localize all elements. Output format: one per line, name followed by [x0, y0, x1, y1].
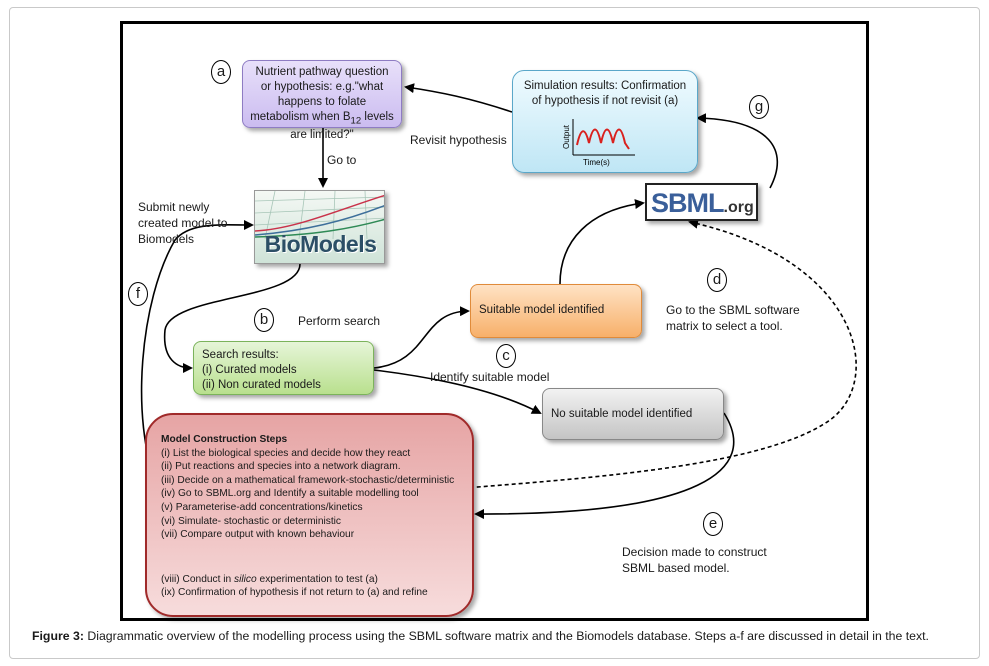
arrow-g [696, 113, 779, 189]
step-2: (ii) Put reactions and species into a ne… [161, 461, 401, 473]
hypothesis-box: Nutrient pathway question or hypothesis:… [242, 60, 402, 141]
marker-f: f [128, 282, 148, 306]
goto-label: Go to [327, 153, 357, 167]
marker-d: d [707, 268, 727, 292]
marker-e: e [703, 512, 723, 536]
step-7: (vii) Compare output with known behaviou… [161, 529, 355, 541]
goto-sbml-label-2: matrix to select a tool. [666, 319, 783, 333]
sbml-logo: SBML.org [645, 183, 758, 221]
identify-label: Identify suitable model [430, 370, 550, 384]
arrow-to-sbml [559, 199, 645, 285]
revisit-label: Revisit hypothesis [410, 133, 507, 147]
perform-search-label: Perform search [298, 314, 381, 328]
step-8-italic: silico [234, 573, 257, 585]
no-suitable-model-box: No suitable model identified [542, 388, 724, 440]
step-4: (iv) Go to SBML.org and Identify a suita… [161, 488, 419, 500]
model-construction-box: Model Construction Steps (i) List the bi… [145, 413, 474, 617]
search-results-curated: (i) Curated models [202, 364, 297, 376]
output-plot: Output Time(s) [562, 119, 635, 167]
marker-g: g [749, 95, 769, 119]
caption-label: Figure 3: [32, 629, 84, 643]
hypothesis-text-end: levels are limited?" [290, 111, 394, 142]
plot-ylabel: Output [562, 124, 571, 149]
steps-title: Model Construction Steps [161, 434, 288, 445]
caption-text: Diagrammatic overview of the modelling p… [83, 629, 929, 643]
step-1: (i) List the biological species and deci… [161, 447, 411, 459]
no-suitable-model-text: No suitable model identified [551, 408, 693, 420]
arrow-no-suitable [373, 369, 542, 414]
search-results-box: Search results: (i) Curated models (ii) … [193, 341, 374, 395]
figure-caption: Figure 3: Diagrammatic overview of the m… [32, 628, 929, 644]
submit-label-3: Biomodels [138, 232, 195, 246]
arrow-suitable [373, 306, 470, 369]
arrow-search [163, 263, 301, 373]
biomodels-graphic [255, 191, 384, 240]
marker-a: a [211, 60, 231, 84]
arrow-revisit [404, 83, 513, 113]
arrow-e [474, 412, 735, 520]
arrow-f [140, 219, 254, 486]
simulation-box: Simulation results: Confirmation of hypo… [512, 70, 698, 173]
step-9: (ix) Confirmation of hypothesis if not r… [161, 587, 428, 599]
hypothesis-text: Nutrient pathway question or hypothesis:… [250, 66, 389, 123]
submit-label-2: created model to [138, 216, 228, 230]
step-8-post: experimentation to test (a) [256, 573, 378, 585]
goto-sbml-label-1: Go to the SBML software [666, 303, 800, 317]
decision-label-2: SBML based model. [622, 561, 730, 575]
arrow-dashed-sbml [413, 218, 857, 493]
sbml-wordmark-tld: .org [723, 199, 754, 216]
decision-label-1: Decision made to construct [622, 545, 767, 559]
step-3: (iii) Decide on a mathematical framework… [161, 474, 455, 486]
simulation-text: Simulation results: Confirmation of hypo… [523, 80, 687, 107]
marker-c: c [496, 344, 516, 368]
biomodels-wordmark: BioModels [264, 231, 377, 257]
hypothesis-subscript: 12 [350, 115, 362, 127]
search-results-noncurated: (ii) Non curated models [202, 379, 321, 391]
marker-b: b [254, 308, 274, 332]
search-results-title: Search results: [202, 349, 279, 361]
suitable-model-box: Suitable model identified [470, 284, 642, 338]
step-6: (vi) Simulate- stochastic or determinist… [161, 515, 342, 527]
submit-label-1: Submit newly [138, 200, 210, 214]
step-5: (v) Parameterise-add concentrations/kine… [161, 501, 363, 513]
step-8: (viii) Conduct in silico experimentation… [161, 573, 458, 587]
suitable-model-text: Suitable model identified [479, 304, 605, 316]
step-8-pre: (viii) Conduct in [161, 573, 235, 585]
plot-line [576, 128, 630, 150]
sbml-wordmark: SBML.org [651, 188, 754, 219]
plot-xlabel: Time(s) [583, 158, 610, 167]
sbml-wordmark-main: SBML [651, 188, 724, 218]
biomodels-logo: BioModels [254, 190, 385, 264]
